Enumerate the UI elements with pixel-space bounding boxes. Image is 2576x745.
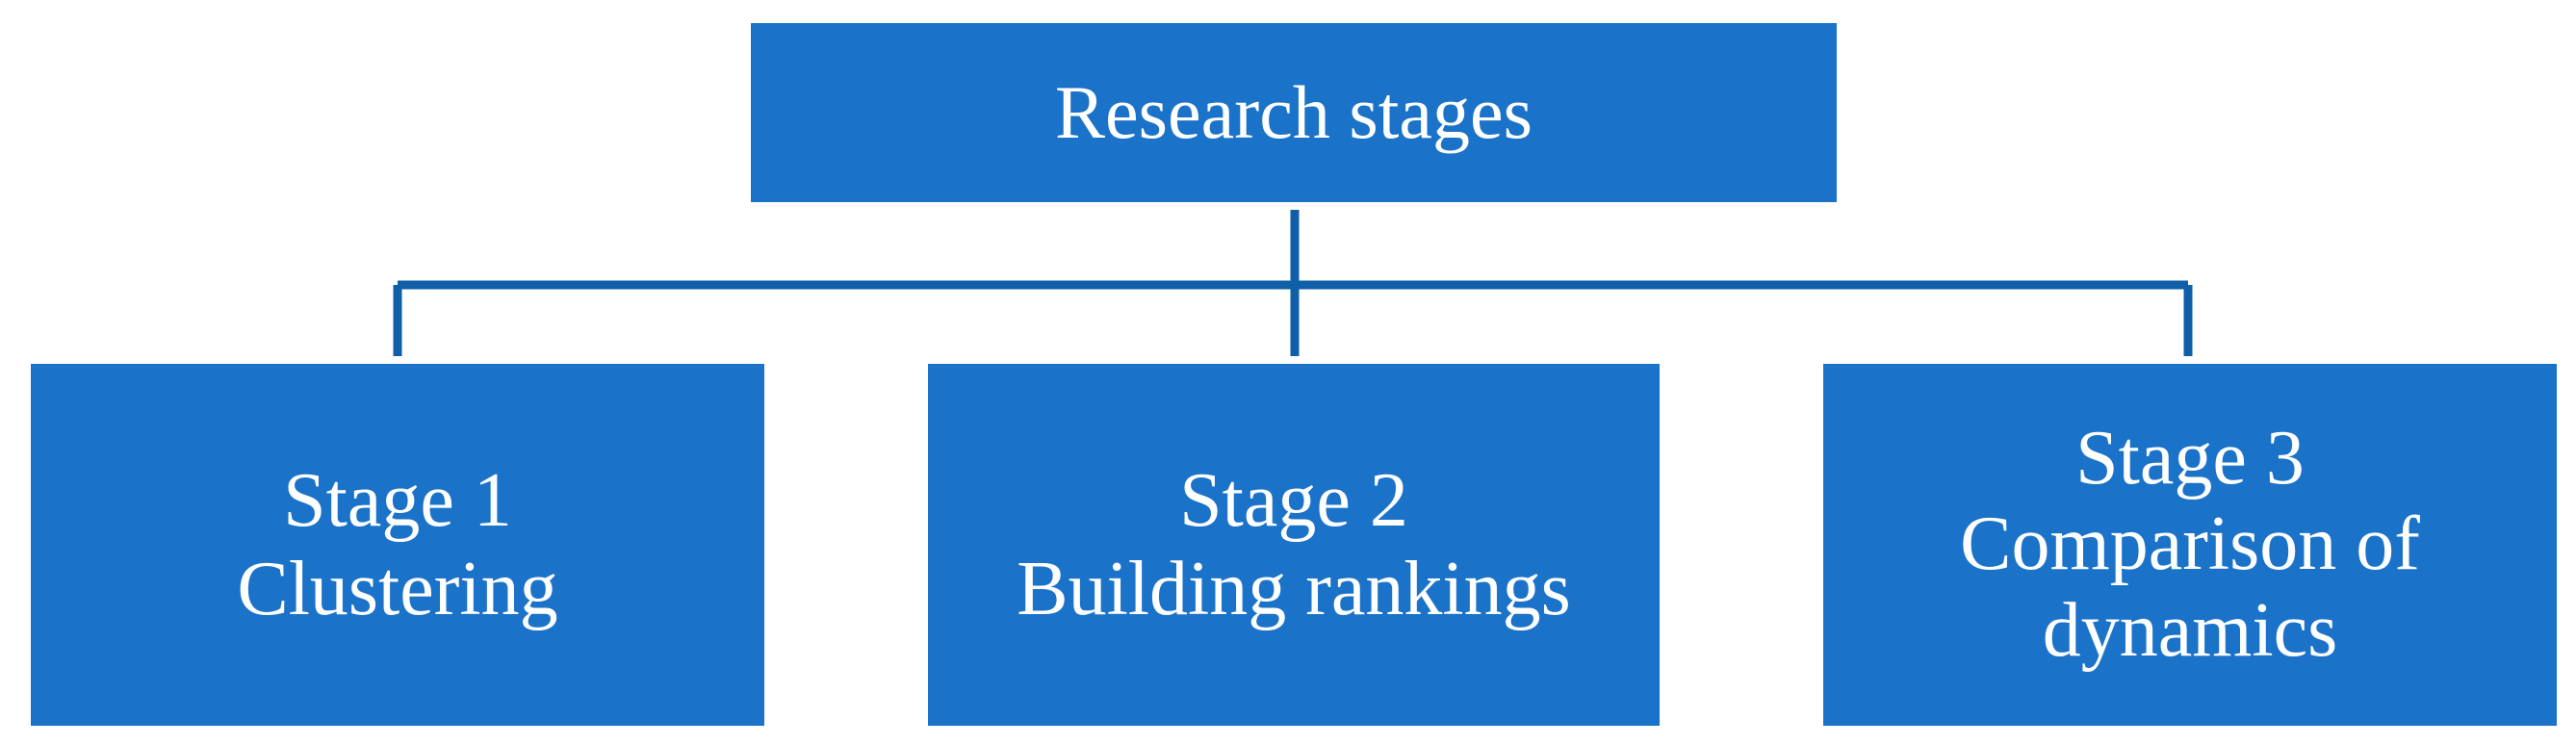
stage-1-title: Stage 1 [283,458,512,543]
stage-3-title: Stage 3 [2075,415,2305,501]
research-stages-label: Research stages [1055,70,1533,155]
stage-2-description: Building rankings [1017,547,1571,631]
stage-3-box: Stage 3 Comparison of dynamics [1823,364,2557,726]
stage-3-description-line-2: dynamics [2042,587,2338,673]
stage-2-box: Stage 2 Building rankings [928,364,1660,726]
stage-3-description-line-1: Comparison of [1960,501,2420,587]
research-stages-box: Research stages [751,23,1837,202]
stage-2-title: Stage 2 [1179,458,1408,543]
stage-1-box: Stage 1 Clustering [31,364,764,726]
stage-1-description: Clustering [237,547,558,631]
